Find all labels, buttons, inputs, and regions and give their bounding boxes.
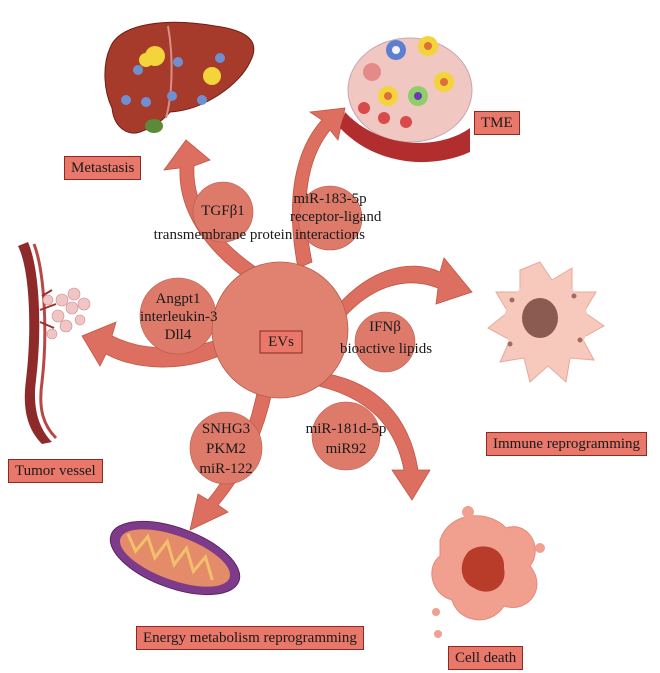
label-vessel: Tumor vessel	[8, 459, 103, 483]
cargo-immune-2: bioactive lipids	[340, 341, 433, 357]
cargo-metastasis-2: transmembrane protein	[153, 227, 293, 243]
immune-cell-icon	[487, 261, 605, 383]
liver-icon	[104, 21, 255, 134]
bubble-energy	[189, 411, 263, 485]
cargo-tme-1: miR-183-5p	[293, 191, 367, 207]
blood-vessel-icon	[18, 242, 91, 444]
cargo-energy-3: miR-122	[199, 461, 253, 477]
label-celldeath: Cell death	[448, 646, 524, 670]
cargo-vessel-2: interleukin-3	[140, 309, 218, 325]
ev-label: EVs	[268, 334, 294, 350]
mitochondrion-icon	[109, 520, 241, 596]
ev-label-box	[259, 330, 303, 354]
cargo-vessel-1: Angpt1	[155, 291, 201, 307]
bubble-celldeath	[311, 401, 381, 471]
bubble-immune	[354, 311, 416, 373]
cargo-metastasis-1: TGFβ1	[201, 203, 245, 219]
label-metastasis: Metastasis	[64, 156, 142, 180]
bubble-tme	[297, 185, 363, 251]
ev-center-circle	[211, 261, 349, 399]
cargo-energy-2: PKM2	[205, 441, 246, 457]
cargo-tme-3: interactions	[295, 227, 365, 243]
dying-cell-icon	[431, 506, 545, 638]
label-energy: Energy metabolism reprogramming	[136, 626, 364, 650]
label-tme: TME	[474, 111, 520, 135]
cargo-celldeath-1: miR-181d-5p	[305, 421, 387, 437]
cargo-tme-2: receptor-ligand	[290, 209, 382, 225]
cargo-immune-1: IFNβ	[369, 319, 401, 335]
arrow-immune	[331, 257, 473, 323]
cargo-celldeath-2: miR92	[325, 441, 367, 457]
label-immune: Immune reprogramming	[486, 432, 648, 456]
arrow-metastasis	[163, 139, 261, 281]
arrow-celldeath	[309, 371, 431, 501]
cargo-vessel-3: Dll4	[164, 327, 192, 343]
bubble-metastasis	[192, 181, 254, 243]
tumor-microenvironment-icon	[340, 36, 473, 163]
cargo-energy-1: SNHG3	[201, 421, 251, 437]
